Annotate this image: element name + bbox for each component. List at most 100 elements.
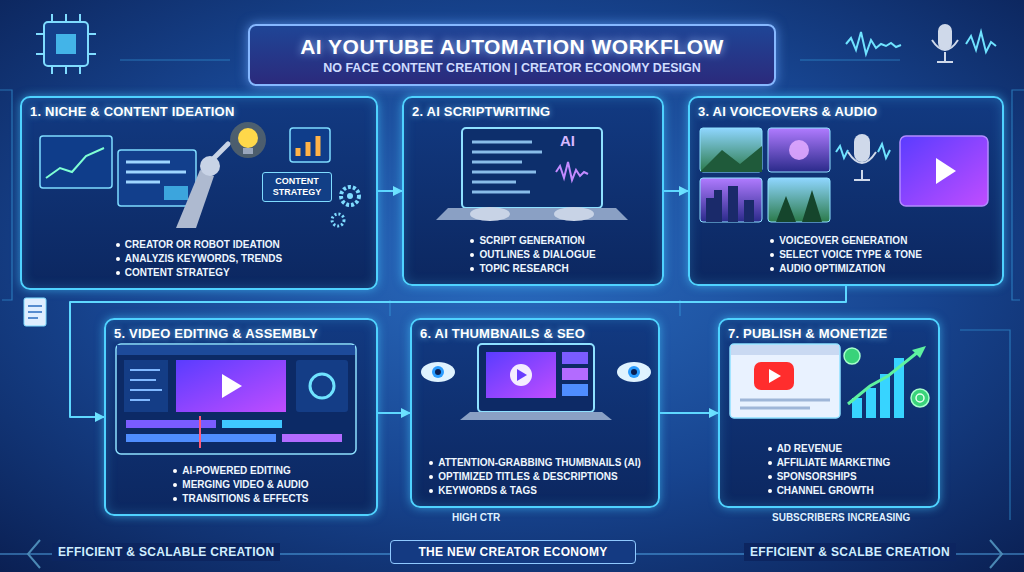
voiceover-illustration — [700, 128, 988, 222]
bullet-text: TOPIC RESEARCH — [479, 262, 568, 276]
bulb-base — [243, 148, 253, 154]
timeline-clip — [282, 434, 342, 442]
thumbnail-illustration — [421, 344, 651, 420]
gear-hub — [347, 193, 353, 199]
chip-core — [56, 34, 76, 54]
circuit-lines — [0, 60, 1024, 568]
gear — [341, 187, 359, 205]
orb — [789, 140, 809, 160]
panel-fill — [718, 318, 940, 508]
robot-finger — [214, 144, 228, 158]
waveform — [878, 144, 890, 158]
bullet-text: AI-POWERED EDITING — [182, 464, 290, 478]
bullet-text: SELECT VOICE TYPE & TONE — [779, 248, 922, 262]
playhead — [199, 416, 201, 448]
video-card — [900, 136, 988, 206]
scriptwriting-illustration — [436, 128, 628, 221]
bullet-dot — [173, 483, 177, 487]
bullet-row: ANALYZIS KEYWORDS, TRENDS — [116, 252, 282, 266]
chip-icon — [36, 14, 96, 74]
image-thumb — [164, 186, 188, 200]
circuit-line — [960, 330, 1010, 520]
forest — [776, 190, 822, 222]
bullet-list: AD REVENUEAFFILIATE MARKETINGSPONSORSHIP… — [768, 442, 891, 498]
editor-window — [116, 344, 356, 454]
bullet-row: ATTENTION-GRABBING THUMBNAILS (AI) — [429, 456, 641, 470]
bullet-text: VOICEOVER GENERATION — [779, 234, 907, 248]
note-label: HIGH CTR — [452, 511, 500, 524]
waveform — [836, 146, 848, 158]
image-tile — [768, 128, 830, 172]
bullet-row: OPTIMIZED TITLES & DESCRIPTIONS — [429, 470, 641, 484]
script-lines — [472, 142, 542, 192]
trend-line — [46, 148, 104, 178]
bullet-row: VOICEOVER GENERATION — [770, 234, 922, 248]
ideation-illustration — [40, 122, 359, 228]
bullet-text: OUTLINES & DIALOGUE — [479, 248, 595, 262]
robot-arm — [176, 170, 214, 228]
chart-bars — [298, 136, 318, 156]
eye — [421, 362, 455, 382]
mic-icon — [846, 24, 996, 62]
bullet-text: CHANNEL GROWTH — [777, 484, 874, 498]
bullet-text: TRANSITIONS & EFFECTS — [182, 492, 308, 506]
footer-chevron — [28, 540, 1002, 568]
browser-window — [730, 344, 840, 418]
chip-body — [44, 22, 88, 66]
bullet-dot — [173, 497, 177, 501]
bullet-row: SELECT VOICE TYPE & TONE — [770, 248, 922, 262]
control-panel — [296, 360, 348, 412]
bullet-dot — [116, 243, 120, 247]
bullet-text: AUDIO OPTIMIZATION — [779, 262, 885, 276]
panel-fill — [402, 96, 664, 286]
bullet-text: KEYWORDS & TAGS — [438, 484, 537, 498]
mic-body — [854, 134, 870, 162]
robot-hand — [470, 207, 510, 221]
pupil — [631, 369, 637, 375]
laptop-base — [436, 208, 628, 220]
bullet-dot — [768, 489, 772, 493]
title-banner: AI YOUTUBE AUTOMATION WORKFLOWNO FACE CO… — [248, 24, 776, 86]
circuit-line — [0, 90, 12, 300]
footer-banner: THE NEW CREATOR ECONOMY — [390, 540, 636, 564]
bullet-text: AD REVENUE — [777, 442, 843, 456]
bullet-dot — [116, 257, 120, 261]
editing-illustration — [116, 344, 356, 454]
thumb-strip — [562, 368, 588, 380]
timeline-clip — [222, 420, 282, 428]
bullet-dot — [768, 447, 772, 451]
bullet-dot — [429, 475, 433, 479]
bullet-dot — [768, 475, 772, 479]
iris — [432, 366, 444, 378]
process-panel: 7. PUBLISH & MONETIZEAD REVENUEAFFILIATE… — [718, 318, 940, 508]
bullet-text: ANALYZIS KEYWORDS, TRENDS — [125, 252, 282, 266]
bullet-dot — [770, 267, 774, 271]
bullet-text: SPONSORSHIPS — [777, 470, 857, 484]
bullet-row: AD REVENUE — [768, 442, 891, 456]
bullet-dot — [770, 253, 774, 257]
bulb-glow — [230, 122, 266, 158]
diagram-title: AI YOUTUBE AUTOMATION WORKFLOW — [300, 34, 724, 60]
step-heading: 3. AI VOICEOVERS & AUDIO — [698, 103, 994, 120]
waveform — [966, 32, 996, 52]
step-heading: 5. VIDEO EDITING & ASSEMBLY — [114, 325, 368, 342]
flow-arrow — [660, 412, 718, 414]
sidebar-lines — [130, 370, 162, 400]
flow-arrow — [378, 190, 402, 192]
process-panel: 5. VIDEO EDITING & ASSEMBLY AI-POWERED ED… — [104, 318, 378, 516]
bullet-text: AFFILIATE MARKETING — [777, 456, 891, 470]
chip-pins — [36, 14, 96, 74]
laptop-screen — [478, 344, 594, 412]
process-panel: 2. AI SCRIPTWRITINGSCRIPT GENERATIONOUTL… — [402, 96, 664, 286]
bullet-dot — [429, 489, 433, 493]
play-circle — [510, 364, 532, 386]
mic-stand — [848, 152, 876, 180]
robot-hand — [554, 207, 594, 221]
monetize-illustration — [730, 344, 929, 418]
circuit-line — [1012, 90, 1024, 300]
flow-arrow — [664, 190, 688, 192]
panel-fill — [410, 318, 660, 508]
coin — [844, 348, 860, 364]
